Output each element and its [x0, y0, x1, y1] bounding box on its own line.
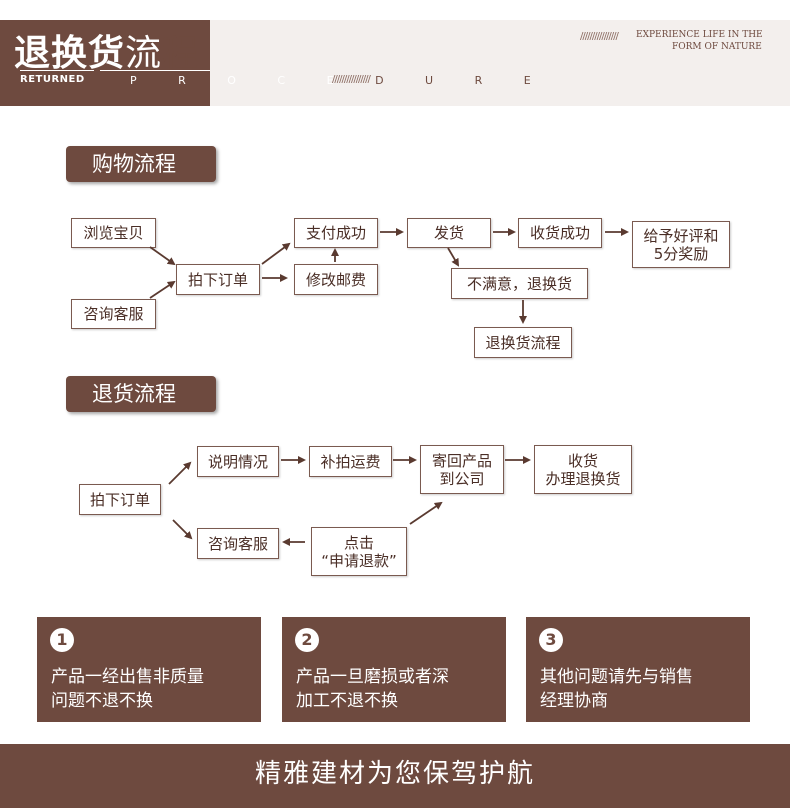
return-order-box: 拍下订单	[79, 484, 161, 515]
ship-box: 发货	[407, 218, 491, 248]
slogan-line-1: EXPERIENCE LIFE IN THE	[636, 30, 763, 40]
pay-box: 支付成功	[294, 218, 378, 248]
slogan-line-2: FORM OF NATURE	[672, 42, 762, 52]
header-rule	[100, 70, 210, 71]
arrow	[149, 246, 176, 266]
note-text: 其他问题请先与销售经理协商	[540, 667, 693, 711]
procedure-label: P R O C E D U R E	[130, 74, 550, 87]
note-card-3: 3 其他问题请先与销售经理协商	[526, 617, 750, 722]
header-rule	[20, 70, 94, 71]
receive-box: 收货办理退换货	[534, 445, 632, 494]
note-card-1: 1 产品一经出售非质量问题不退不换	[37, 617, 261, 722]
return-process-box: 退换货流程	[474, 327, 572, 358]
returns-section-label: 退货流程	[66, 376, 216, 412]
arrow	[168, 461, 192, 485]
note-number: 1	[50, 628, 74, 652]
unsatisfied-box: 不满意，退换货	[451, 268, 588, 299]
page-title: 退换货流程	[14, 33, 200, 74]
arrow	[447, 247, 460, 267]
header-title-block	[0, 20, 210, 106]
arrow	[172, 519, 193, 540]
modify-postage-box: 修改邮费	[294, 264, 378, 295]
note-number: 2	[295, 628, 319, 652]
returned-label: RETURNED	[20, 74, 85, 85]
send-back-box: 寄回产品到公司	[420, 445, 504, 494]
explain-box: 说明情况	[197, 446, 279, 477]
postage-box: 补拍运费	[309, 446, 392, 477]
footer-slogan: 精雅建材为您保驾护航	[254, 759, 535, 789]
arrow	[409, 501, 443, 525]
shopping-section-label: 购物流程	[66, 146, 216, 182]
note-number: 3	[539, 628, 563, 652]
order-box: 拍下订单	[176, 264, 260, 295]
return-consult-box: 咨询客服	[197, 528, 279, 559]
note-text: 产品一经出售非质量问题不退不换	[51, 667, 204, 711]
arrow	[261, 242, 291, 265]
browse-box: 浏览宝贝	[71, 218, 156, 248]
note-text: 产品一旦磨损或者深加工不退不换	[296, 667, 449, 711]
decorative-slashes: ////////////////	[332, 74, 371, 85]
arrow	[149, 280, 176, 299]
consult-box: 咨询客服	[71, 299, 156, 329]
note-card-2: 2 产品一旦磨损或者深加工不退不换	[282, 617, 506, 722]
footer-bar	[0, 744, 790, 808]
click-refund-box: 点击“申请退款”	[311, 527, 407, 576]
decorative-slashes: ////////////////	[580, 31, 619, 42]
received-box: 收货成功	[518, 218, 602, 248]
